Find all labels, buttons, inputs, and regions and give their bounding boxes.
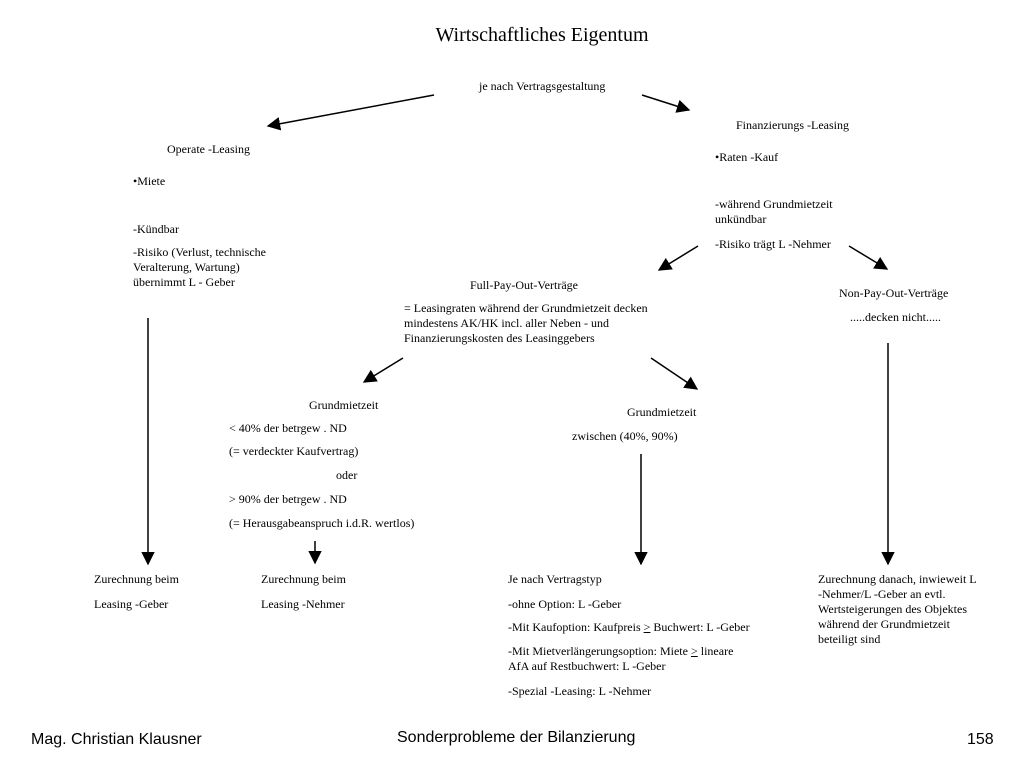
grund1-line-oder: oder [336,468,358,482]
result-typ-line4: -Mit Mietverlängerungsoption: Miete > li… [508,644,733,659]
result-nehmer-line1: Zurechnung beim [261,572,346,586]
result-typ-line3-a: -Mit Kaufoption: Kaufpreis [508,620,644,634]
grund1-line-kaufvertrag: (= verdeckter Kaufvertrag) [229,444,359,458]
operate-item-kuendbar: -Kündbar [133,222,179,236]
footer-author: Mag. Christian Klausner [31,731,202,748]
footer-page-number: 158 [967,731,994,748]
finanz-heading: Finanzierungs -Leasing [736,118,849,132]
result-danach: Zurechnung danach, inwieweit L -Nehmer/L… [818,572,977,646]
result-typ-line3-symbol: > [643,620,651,634]
result-typ-line4-b: lineare [697,644,734,658]
result-geber-line2: Leasing -Geber [94,597,169,611]
grund2-heading: Grundmietzeit [627,405,697,419]
result-typ-line3-b: Buchwert: L -Geber [650,620,750,634]
operate-item-risiko: -Risiko (Verlust, technische Veralterung… [133,245,266,289]
result-typ-line3: -Mit Kaufoption: Kaufpreis > Buchwert: L… [508,620,750,635]
grund1-line-gt90: > 90% der betrgew . ND [229,492,347,506]
arrow-finanz-to-nonpay [848,245,889,270]
arrow-finanz-to-fullpay [657,245,699,271]
result-typ-line6: -Spezial -Leasing: L -Nehmer [508,684,652,698]
result-nehmer-line2: Leasing -Nehmer [261,597,345,611]
arrow-fullpay-to-grund2 [650,357,699,390]
result-typ-line4-symbol: > [690,644,698,658]
fullpay-heading: Full-Pay-Out-Verträge [470,278,578,292]
grund1-heading: Grundmietzeit [309,398,379,412]
result-typ-line4-a: -Mit Mietverlängerungsoption: Miete [508,644,691,658]
operate-heading: Operate -Leasing [167,142,250,156]
footer-subject: Sonderprobleme der Bilanzierung [397,729,636,746]
finanz-item-ratenkauf: •Raten -Kauf [715,150,779,164]
slide-title: Wirtschaftliches Eigentum [435,24,649,46]
arrow-root-to-finanz [641,94,691,113]
grund1-line-herausgabe: (= Herausgabeanspruch i.d.R. wertlos) [229,516,415,530]
grund1-line-lt40: < 40% der betrgew . ND [229,421,347,435]
result-typ-line1: Je nach Vertragstyp [508,572,602,586]
operate-item-miete: •Miete [133,174,166,188]
result-typ-line2: -ohne Option: L -Geber [508,597,622,611]
finanz-item-unkuendbar: -während Grundmietzeit unkündbar [715,197,833,226]
root-label: je nach Vertragsgestaltung [479,79,606,93]
arrow-fullpay-to-grund1 [362,357,404,383]
nonpay-description: .....decken nicht..... [850,310,941,324]
fullpay-description: = Leasingraten während der Grundmietzeit… [404,301,648,345]
finanz-item-risiko: -Risiko trägt L -Nehmer [715,237,831,251]
result-typ-line5: AfA auf Restbuchwert: L -Geber [508,659,666,673]
result-geber-line1: Zurechnung beim [94,572,179,586]
nonpay-heading: Non-Pay-Out-Verträge [839,286,949,300]
grund2-line-range: zwischen (40%, 90%) [572,429,678,443]
arrow-root-to-operate [266,94,435,131]
